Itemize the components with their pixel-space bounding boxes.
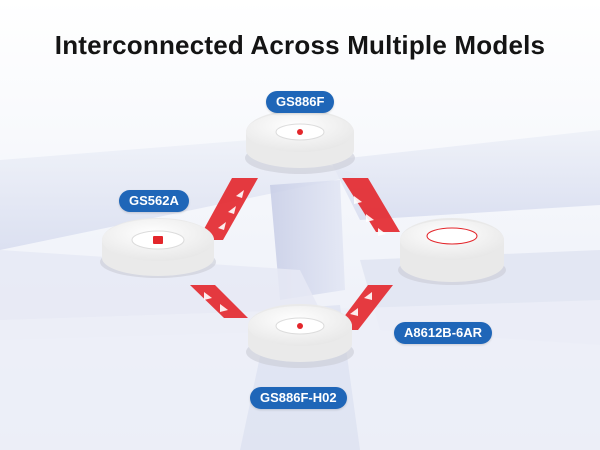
- detector-gs886f-h02: [246, 304, 354, 368]
- link-gs886f-a8612b: [342, 178, 400, 232]
- model-badge-gs562a: GS562A: [119, 190, 189, 212]
- detector-gs886f: [245, 110, 355, 174]
- model-badge-gs886f-h02: GS886F-H02: [250, 387, 347, 409]
- model-badge-a8612b-6ar: A8612B-6AR: [394, 322, 493, 344]
- detector-a8612b: [398, 218, 506, 285]
- detector-gs562a: [100, 218, 216, 278]
- headline: Interconnected Across Multiple Models: [54, 30, 546, 60]
- model-badge-gs886f: GS886F: [266, 91, 335, 113]
